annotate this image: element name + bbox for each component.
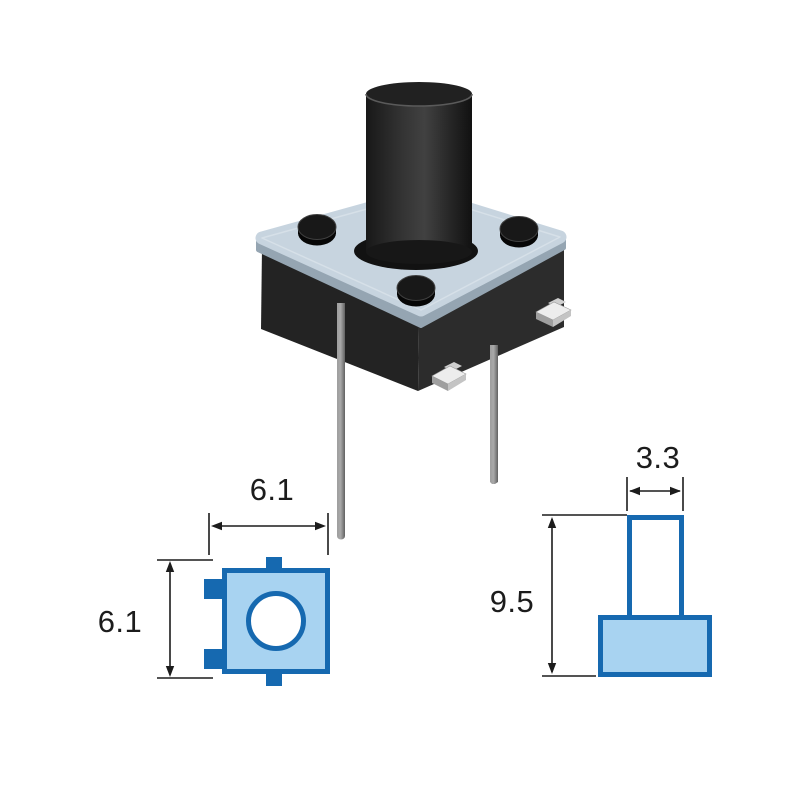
top-view-diagram: 6.1 6.1 <box>98 472 330 686</box>
rivet-front <box>396 275 436 307</box>
plunger-bottom-round <box>366 240 472 264</box>
side-view-stem-arrow-left <box>629 486 640 496</box>
top-view-height-label: 6.1 <box>98 604 143 639</box>
side-view-height-label: 9.5 <box>490 584 535 619</box>
top-view-width-arrow-left <box>211 521 222 531</box>
top-plate-edge <box>256 238 566 328</box>
side-view-height-arrow-top <box>547 517 557 528</box>
side-view-diagram: 3.3 9.5 <box>490 440 712 677</box>
side-view-stem-arrow-right <box>670 486 681 496</box>
top-view-height-arrow-bottom <box>165 666 175 677</box>
plunger-top-rim <box>365 93 473 107</box>
side-view-stem-rect <box>627 515 684 620</box>
lead-left <box>337 303 345 540</box>
lead-right <box>490 345 498 484</box>
plunger-top-face <box>366 82 472 106</box>
top-view-terminal-tab-lower-left <box>204 649 226 669</box>
terminal-upper-right <box>535 298 572 327</box>
side-view-height-arrow-bottom <box>547 663 557 674</box>
top-view-plunger-circle <box>246 591 306 651</box>
top-view-width-arrow-right <box>315 521 326 531</box>
terminal-lower-right <box>431 362 467 391</box>
top-view-terminal-tab-upper-left <box>204 579 226 599</box>
plunger <box>366 94 472 252</box>
side-view-stem-width-label: 3.3 <box>636 440 681 475</box>
top-view-height-arrow-top <box>165 561 175 572</box>
rivet-left <box>297 214 337 246</box>
switch-body-right-face <box>418 243 564 391</box>
side-view-body-rect <box>598 615 712 677</box>
switch-3d-render <box>255 82 572 540</box>
rivet-right <box>499 216 539 248</box>
top-view-width-label: 6.1 <box>250 472 295 507</box>
